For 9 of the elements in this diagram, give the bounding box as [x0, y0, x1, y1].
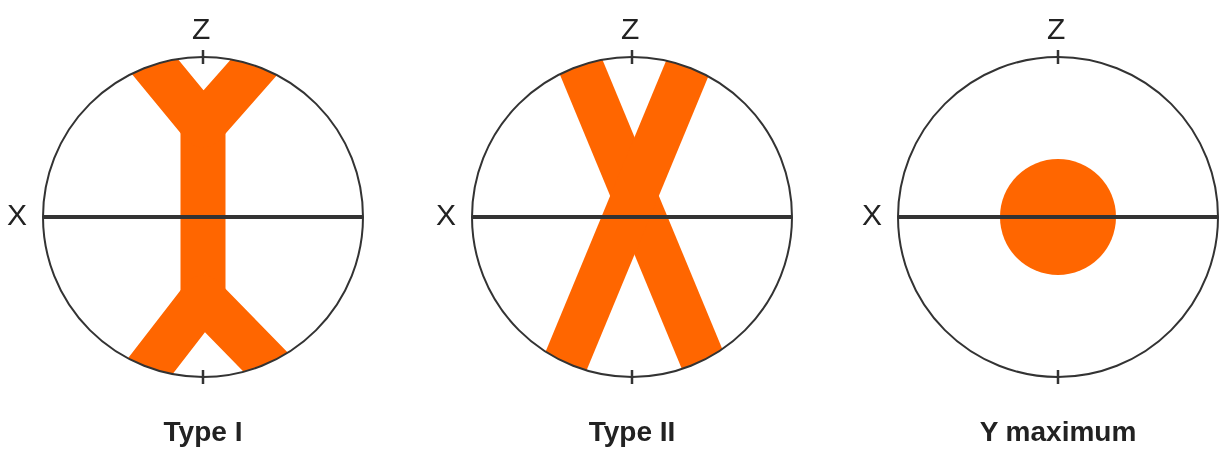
fabric-type-title: Y maximum [978, 418, 1138, 446]
axis-label: X [436, 200, 456, 230]
axis-label: Z [621, 14, 640, 44]
fabric-type-title: Type I [162, 418, 244, 446]
fabric-type-title: Type II [587, 418, 677, 446]
axis-label: X [7, 200, 27, 230]
axis-label: Z [1047, 14, 1066, 44]
axis-label: X [862, 200, 882, 230]
axis-label: Z [192, 14, 211, 44]
